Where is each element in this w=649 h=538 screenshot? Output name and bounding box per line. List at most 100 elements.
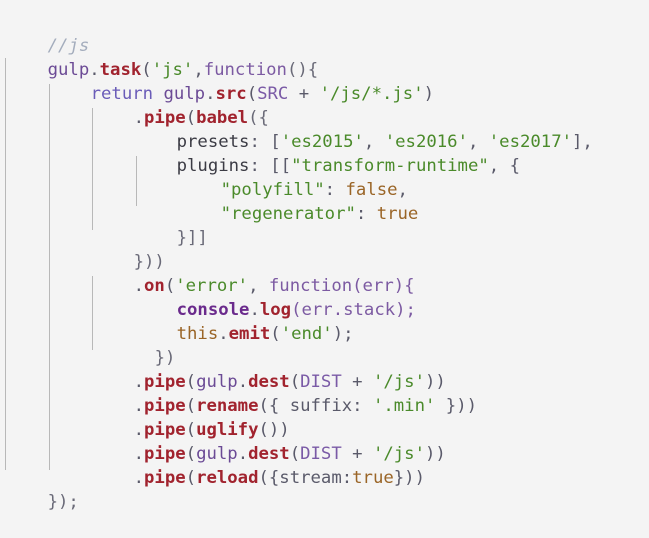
token: ,: [467, 132, 489, 152]
token: true: [376, 204, 419, 224]
token: return: [90, 84, 154, 104]
token: '/js/*.js': [319, 84, 424, 104]
code-line-14: }): [113, 322, 176, 368]
token: function: [203, 60, 287, 80]
token: "transform-runtime": [291, 156, 489, 176]
token: : [[: [249, 156, 292, 176]
token: }): [154, 348, 176, 368]
token: ,: [363, 132, 385, 152]
token: )): [425, 444, 446, 464]
token: on: [144, 276, 165, 296]
token: })): [133, 252, 165, 272]
code-line-6: plugins: [["transform-runtime", {: [135, 130, 520, 176]
token: rename: [196, 396, 259, 416]
code-line-20: });: [6, 466, 79, 512]
code-editor[interactable]: //js gulp.task('js',function(){ return g…: [0, 0, 649, 512]
token: (: [185, 396, 197, 416]
token: +: [341, 444, 373, 464]
token: 'es2016': [384, 132, 468, 152]
token: ({ suffix:: [258, 396, 373, 416]
token: log: [259, 300, 292, 320]
token: function: [268, 276, 353, 296]
token: 'es2015': [280, 132, 364, 152]
token: '.min': [372, 396, 436, 416]
token: ): [423, 84, 435, 104]
token: false: [345, 180, 398, 200]
token: gulp: [47, 60, 90, 80]
token: :: [355, 204, 377, 224]
token: 'end': [280, 324, 333, 344]
token: "polyfill": [220, 180, 325, 200]
code-line-8: "regenerator": true: [179, 178, 419, 224]
token: )): [425, 372, 446, 392]
token: ({: [248, 108, 269, 128]
token: gulp: [196, 444, 238, 464]
token: emit: [228, 324, 271, 344]
token: .: [133, 276, 145, 296]
token: })): [435, 396, 478, 416]
token: +: [341, 372, 373, 392]
token: ()): [258, 420, 290, 440]
token: ,: [248, 276, 269, 296]
indent-guide: [92, 108, 93, 230]
code-line-12: console.log(err.stack);: [135, 274, 416, 320]
token: });: [47, 492, 79, 512]
code-line-1: //js: [6, 10, 90, 56]
token: .: [218, 324, 229, 344]
token: DIST: [300, 444, 342, 464]
token: DIST: [300, 372, 342, 392]
token: (err){: [352, 276, 415, 296]
code-line-16: .pipe(rename({ suffix: '.min' })): [92, 370, 477, 416]
code-line-4: .pipe(babel({: [92, 82, 269, 128]
token: 'js': [151, 60, 194, 80]
token: pipe: [144, 444, 186, 464]
token: "regenerator": [220, 204, 356, 224]
token: pipe: [144, 468, 186, 488]
indent-guide: [92, 276, 93, 350]
token: :: [324, 180, 346, 200]
code-line-7: "polyfill": false,: [179, 154, 408, 200]
token: 'es2017': [488, 132, 573, 152]
token: dest: [248, 444, 290, 464]
code-line-2: gulp.task('js',function(){: [6, 34, 319, 80]
token: this: [176, 324, 219, 344]
token: .: [249, 300, 260, 320]
token: gulp: [163, 84, 206, 104]
code-line-19: .pipe(reload({stream:true})): [92, 442, 425, 488]
token: (: [270, 324, 281, 344]
token: SRC: [257, 84, 289, 104]
token: (: [185, 468, 197, 488]
code-line-5: presets: ['es2015', 'es2016', 'es2017'],: [135, 106, 593, 152]
token: plugins: [176, 156, 250, 176]
token: ({stream:: [258, 468, 353, 488]
token: '/js': [372, 444, 425, 464]
code-line-17: .pipe(uglify()): [92, 394, 290, 440]
token: (: [185, 108, 197, 128]
token: (: [246, 84, 258, 104]
token: babel: [196, 108, 249, 128]
token: })): [393, 468, 425, 488]
code-line-10: })): [92, 226, 165, 272]
token: .: [133, 468, 145, 488]
token: .: [133, 396, 145, 416]
code-line-3: return gulp.src(SRC + '/js/*.js'): [49, 58, 434, 104]
token: uglify: [196, 420, 259, 440]
code-line-9: }]]: [135, 202, 208, 248]
token: (err.stack);: [291, 300, 416, 320]
token: .: [133, 420, 145, 440]
code-line-11: .on('error', function(err){: [92, 250, 415, 296]
token: '/js': [372, 372, 425, 392]
token: dest: [248, 372, 290, 392]
indent-guide: [49, 84, 50, 470]
code-line-13: this.emit('end');: [135, 298, 354, 344]
code-line-18: .pipe(gulp.dest(DIST + '/js')): [92, 418, 446, 464]
code-line-15: .pipe(gulp.dest(DIST + '/js')): [92, 346, 446, 392]
token: (: [289, 372, 301, 392]
token: (: [141, 60, 152, 80]
token: +: [288, 84, 320, 104]
comment: //js: [47, 36, 90, 56]
indent-guide: [136, 156, 137, 206]
token: }]]: [176, 228, 208, 248]
token: .: [133, 108, 145, 128]
token: .: [89, 60, 100, 80]
